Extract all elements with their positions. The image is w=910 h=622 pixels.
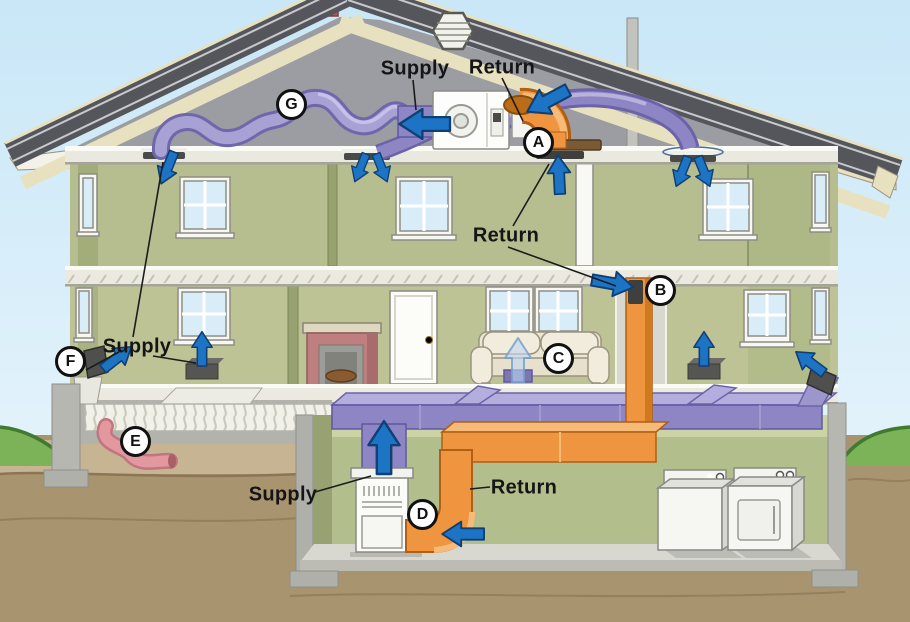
window bbox=[485, 286, 534, 340]
window bbox=[739, 289, 795, 348]
ceiling-register bbox=[668, 151, 718, 155]
partition-wall bbox=[287, 285, 299, 387]
marker-c: C bbox=[543, 343, 574, 374]
window bbox=[391, 176, 457, 241]
window bbox=[175, 176, 235, 239]
insulated-supply-trunk bbox=[84, 403, 333, 432]
logs bbox=[325, 369, 357, 383]
footing bbox=[289, 570, 339, 588]
marker-b: B bbox=[645, 275, 676, 306]
label-return-attic: Return bbox=[468, 56, 536, 79]
dryer bbox=[725, 467, 812, 558]
dryer-door bbox=[737, 499, 781, 541]
entry-door bbox=[389, 290, 438, 385]
label-return-basement: Return bbox=[490, 476, 558, 499]
mid-floor-band bbox=[65, 266, 838, 287]
marker-e: E bbox=[120, 426, 151, 457]
ceiling-register bbox=[342, 149, 392, 153]
return-riser-duct bbox=[625, 277, 653, 439]
foundation-wall bbox=[51, 383, 81, 477]
sidewall-register bbox=[806, 364, 837, 397]
footing bbox=[43, 469, 89, 488]
marker-f: F bbox=[55, 346, 86, 377]
supply-flex-duct bbox=[152, 88, 413, 160]
branch-takeoff bbox=[452, 385, 502, 405]
label-supply-attic: Supply bbox=[380, 57, 450, 80]
label-supply-first-floor: Supply bbox=[102, 335, 172, 358]
fireplace bbox=[302, 322, 382, 387]
marker-a: A bbox=[523, 127, 554, 158]
window bbox=[809, 287, 832, 345]
branch-takeoff bbox=[685, 384, 739, 405]
label-return-second-floor: Return bbox=[472, 224, 540, 247]
gable-vent-icon bbox=[431, 11, 475, 51]
footing bbox=[811, 569, 859, 588]
interior-door-2f bbox=[575, 159, 594, 267]
marker-d: D bbox=[407, 499, 438, 530]
floor-register bbox=[687, 358, 726, 380]
grass bbox=[0, 425, 910, 466]
label-supply-basement: Supply bbox=[248, 483, 318, 506]
duct-branch bbox=[158, 387, 263, 405]
marker-g: G bbox=[276, 89, 307, 120]
window bbox=[76, 173, 100, 237]
window bbox=[809, 171, 832, 233]
partition-wall bbox=[327, 151, 338, 267]
leader-lines bbox=[85, 77, 617, 493]
air-handler bbox=[432, 90, 510, 150]
window bbox=[698, 178, 758, 241]
doorknob bbox=[425, 336, 433, 344]
crawlspace bbox=[43, 376, 333, 488]
window bbox=[73, 287, 95, 343]
windows-second-floor bbox=[76, 171, 832, 241]
furnace-door bbox=[361, 515, 403, 549]
supply-trunk-duct bbox=[329, 370, 840, 430]
